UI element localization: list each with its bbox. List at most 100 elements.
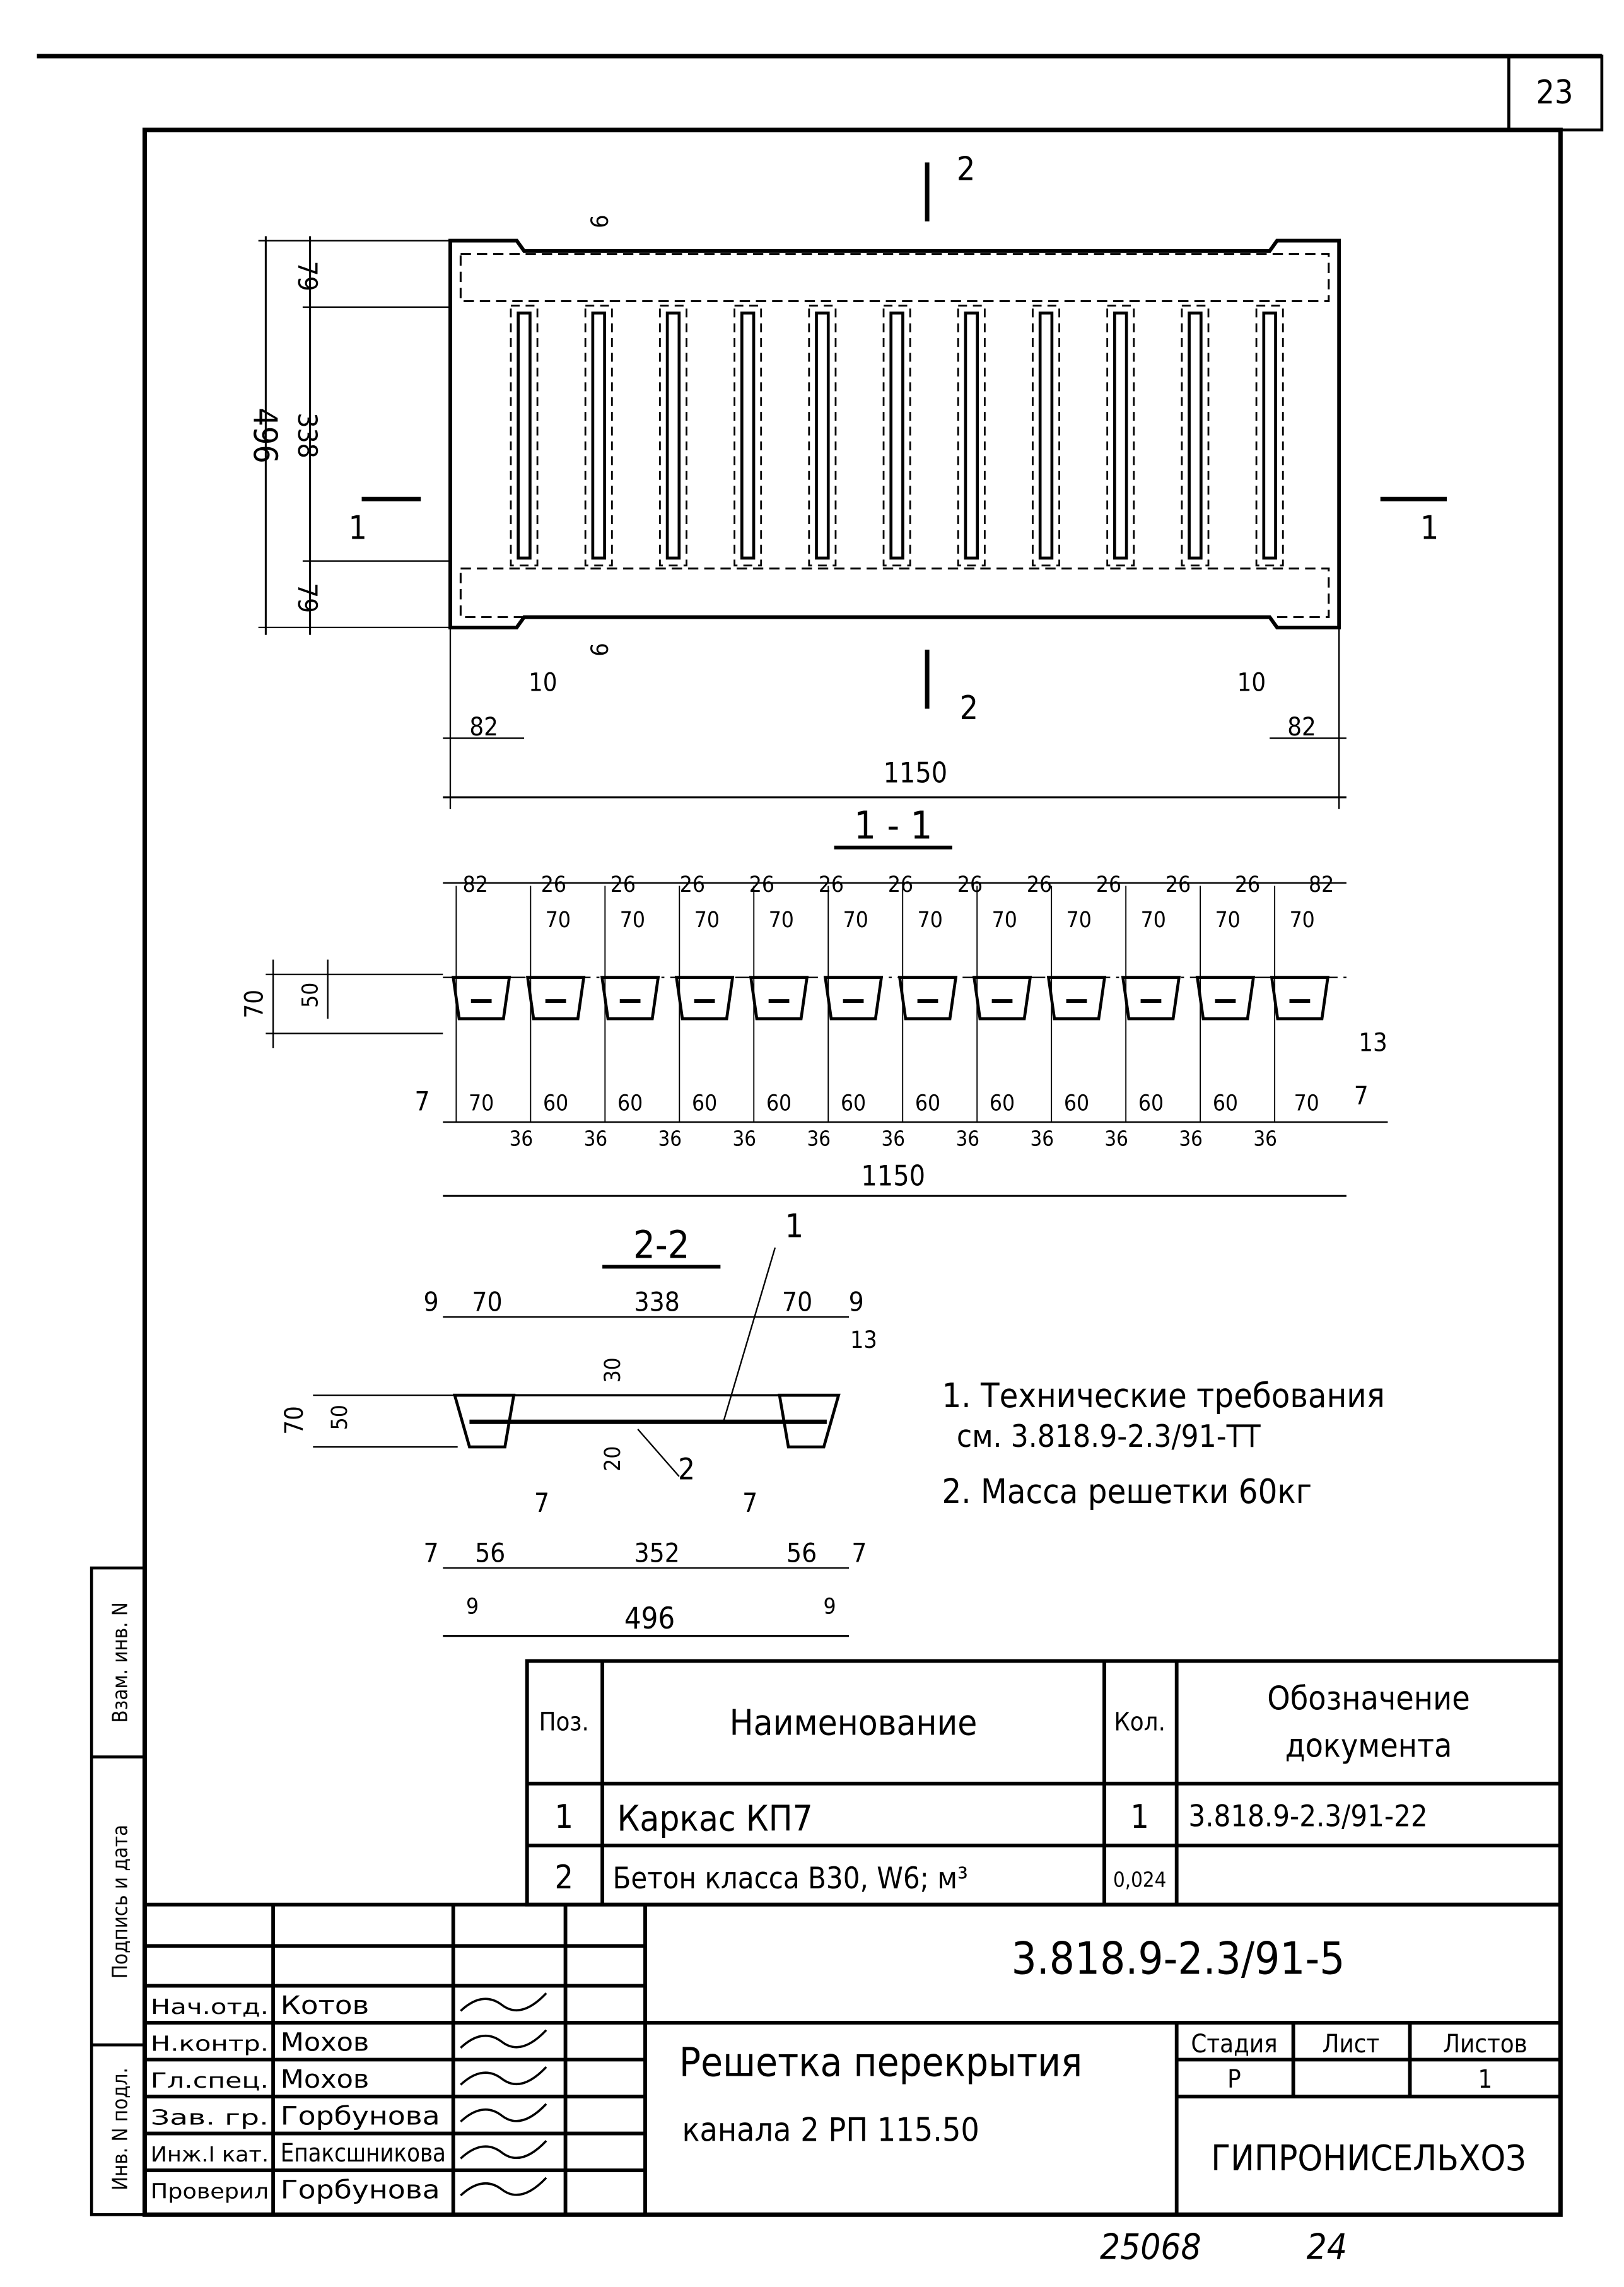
dim-top: 26 xyxy=(1096,872,1121,898)
dim-top: 9 xyxy=(849,1287,864,1318)
dim-bottom: 56 xyxy=(786,1538,817,1569)
dim-bottom: 352 xyxy=(634,1538,680,1569)
dim-bottom-small: 36 xyxy=(881,1127,905,1151)
spec-row: 2 Бетон класса В30, W6; м³ 0,024 xyxy=(555,1859,1167,1897)
dim-1150-plan: 1150 xyxy=(883,757,947,790)
archive-number: 25068 xyxy=(1100,2227,1201,2268)
dim-9-left: 9 xyxy=(466,1594,479,1620)
dim-7-left: 7 xyxy=(414,1085,429,1116)
sheet-number: 23 xyxy=(1536,74,1573,112)
spec-row-qty: 0,024 xyxy=(1113,1868,1166,1892)
section-1-1-title: 1 - 1 xyxy=(854,804,932,848)
sheet-header: Лист xyxy=(1323,2030,1380,2059)
signer-name: Горбунова xyxy=(281,2102,440,2131)
dim-inner-top: 70 xyxy=(694,907,720,933)
spec-header-name: Наименование xyxy=(730,1703,978,1744)
dim-inner-top: 70 xyxy=(620,907,645,933)
dim-height-50: 50 xyxy=(297,983,323,1008)
side-label-podpis-data: Подпись и дата xyxy=(108,1825,132,1979)
dim-top: 70 xyxy=(782,1287,812,1318)
dim-bottom: 60 xyxy=(692,1090,717,1116)
dim-bottom: 7 xyxy=(424,1538,439,1569)
signer-name: Горбунова xyxy=(281,2176,440,2205)
trough-profile xyxy=(972,976,1032,1021)
dim-9-top: 9 xyxy=(585,214,612,228)
dim-inner-top: 70 xyxy=(843,907,868,933)
spec-row-pos: 1 xyxy=(555,1798,573,1836)
signer-role: Зав. гр. xyxy=(151,2106,269,2130)
dim-top: 70 xyxy=(472,1287,502,1318)
dim-top: 82 xyxy=(1309,872,1334,898)
dim-inner-top: 70 xyxy=(1290,907,1315,933)
dim-7-right: 7 xyxy=(1354,1082,1369,1111)
signer-row: Нач.отд.Котов xyxy=(151,1991,547,2020)
slot xyxy=(591,311,606,560)
spec-row-name: Каркас КП7 xyxy=(617,1799,813,1840)
trough-profile xyxy=(1270,976,1330,1021)
spec-header-qty: Кол. xyxy=(1114,1707,1165,1736)
dim-top: 26 xyxy=(1235,872,1260,898)
dim-inner-7: 7 xyxy=(742,1487,757,1518)
dim-bottom: 60 xyxy=(766,1090,792,1116)
dim-bottom-small: 36 xyxy=(1253,1127,1277,1151)
slot xyxy=(964,311,979,560)
dim-9-bottom: 9 xyxy=(585,643,612,656)
trough-profile xyxy=(674,976,735,1021)
plan-view xyxy=(258,162,1447,809)
slot xyxy=(1038,311,1054,560)
dim-top: 26 xyxy=(888,872,913,898)
spec-row-name: Бетон класса В30, W6; м³ xyxy=(612,1862,967,1896)
slot xyxy=(665,311,681,560)
dim-inner-7: 7 xyxy=(534,1487,549,1518)
signature xyxy=(460,2177,547,2197)
slot xyxy=(517,311,532,560)
dim-bottom: 70 xyxy=(1294,1090,1319,1116)
trough-profile xyxy=(897,976,958,1021)
slot xyxy=(1188,311,1203,560)
dim-inner-top: 70 xyxy=(1215,907,1241,933)
title-line-2: канала 2 РП 115.50 xyxy=(682,2111,979,2149)
dim-338: 338 xyxy=(292,412,323,458)
dim-bottom: 60 xyxy=(990,1090,1015,1116)
dim-10-left: 10 xyxy=(529,669,558,698)
doc-code: 3.818.9-2.3/91-5 xyxy=(1012,1933,1345,1985)
notes: 1. Технические требования см. 3.818.9-2.… xyxy=(942,1376,1384,1511)
signer-row: Гл.спец. Мохов xyxy=(151,2065,547,2094)
section-2-2-view xyxy=(313,1247,850,1637)
dim-bottom-small: 36 xyxy=(955,1127,979,1151)
side-label-vzam-inv: Взам. инв. N xyxy=(108,1602,132,1723)
trough-profile xyxy=(525,976,586,1021)
dim-top: 82 xyxy=(463,872,488,898)
dim-height-30: 30 xyxy=(600,1357,626,1383)
dim-82-left: 82 xyxy=(469,713,498,742)
signer-row: Н.контр.Мохов xyxy=(151,2028,547,2057)
dim-height-70: 70 xyxy=(280,1406,309,1435)
dim-bottom-small: 36 xyxy=(807,1127,831,1151)
slot xyxy=(1262,311,1277,560)
stage-header: Стадия xyxy=(1191,2030,1277,2059)
note-2: 2. Масса решетки 60кг xyxy=(942,1471,1312,1511)
dim-top: 26 xyxy=(610,872,636,898)
dim-bottom: 60 xyxy=(915,1090,940,1116)
note-1-line-2: см. 3.818.9-2.3/91-ТТ xyxy=(957,1418,1261,1454)
dim-496: 496 xyxy=(624,1602,675,1636)
slot-outline xyxy=(1181,305,1210,566)
section-1-1-view xyxy=(266,882,1388,1197)
signer-name: Мохов xyxy=(281,2065,369,2094)
dim-bottom: 60 xyxy=(1064,1090,1089,1116)
sheets-value: 1 xyxy=(1478,2065,1493,2094)
trough-profile xyxy=(600,976,660,1021)
dim-top: 26 xyxy=(749,872,774,898)
signer-role: Инж.I кат. xyxy=(151,2143,269,2167)
signer-role: Гл.спец. xyxy=(151,2069,269,2093)
slot-outline xyxy=(510,305,539,566)
dim-top: 9 xyxy=(424,1287,439,1318)
spec-row: 1 Каркас КП7 1 3.818.9-2.3/91-22 xyxy=(555,1798,1428,1840)
title-block xyxy=(144,1902,1561,2215)
sheet-frame xyxy=(37,54,1604,2217)
title-line-1: Решетка перекрытия xyxy=(679,2038,1082,2085)
note-1-line-1: 1. Технические требования xyxy=(942,1376,1384,1415)
dim-bottom: 60 xyxy=(1138,1090,1164,1116)
